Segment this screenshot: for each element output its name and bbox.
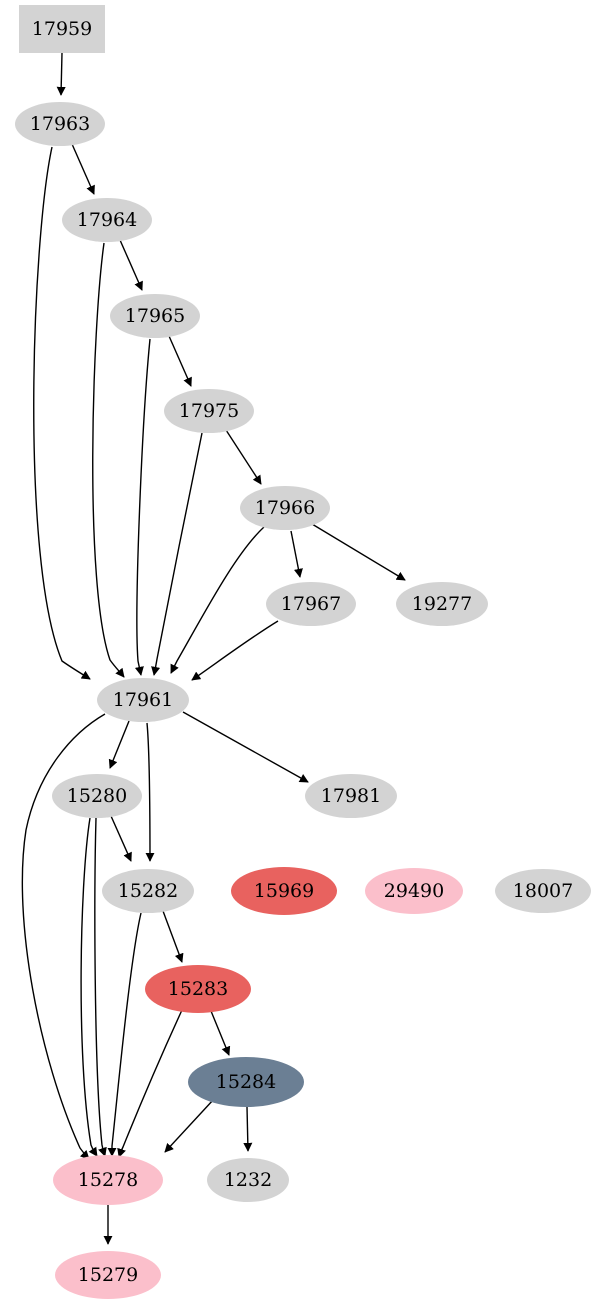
node-19277[interactable]: 19277 <box>396 582 488 626</box>
edge-17961-to-17981 <box>182 711 309 783</box>
node-17967[interactable]: 17967 <box>266 582 356 626</box>
edge-17961-to-15278 <box>21 713 106 1160</box>
node-15278[interactable]: 15278 <box>53 1155 163 1205</box>
node-shape-17961[interactable] <box>97 678 189 722</box>
edge-17967-to-17961 <box>191 620 279 681</box>
node-shape-17959[interactable] <box>19 5 105 53</box>
node-17965[interactable]: 17965 <box>110 294 200 338</box>
edge-17966-to-19277 <box>311 523 406 581</box>
edge-17959-to-17963 <box>56 52 66 96</box>
edge-15280-to-15278 <box>94 817 107 1157</box>
node-17959[interactable]: 17959 <box>19 5 105 53</box>
edge-17961-to-15282 <box>145 722 155 862</box>
edge-17965-to-17961 <box>134 338 151 676</box>
edge-17964-to-17965 <box>119 239 143 291</box>
node-shape-17981[interactable] <box>305 774 397 818</box>
node-15282[interactable]: 15282 <box>102 869 194 913</box>
edge-17961-to-15280 <box>108 720 130 769</box>
node-17966[interactable]: 17966 <box>240 486 330 530</box>
node-shape-15284[interactable] <box>188 1057 304 1107</box>
node-shape-17965[interactable] <box>110 294 200 338</box>
node-shape-15283[interactable] <box>145 965 251 1013</box>
node-15284[interactable]: 15284 <box>188 1057 304 1107</box>
node-shape-17967[interactable] <box>266 582 356 626</box>
edge-17964-to-17961 <box>92 242 125 678</box>
node-29490[interactable]: 29490 <box>365 868 463 914</box>
node-shape-15282[interactable] <box>102 869 194 913</box>
edge-17963-to-17964 <box>71 143 95 195</box>
edge-17975-to-17966 <box>225 429 262 485</box>
nodes-layer: 17959 17963 17964 17965 17975 17966 17967 19277… <box>15 5 591 1299</box>
node-15279[interactable]: 15279 <box>55 1251 161 1299</box>
node-shape-17964[interactable] <box>62 198 152 242</box>
edge-15284-to-1232 <box>243 1106 253 1152</box>
node-17975[interactable]: 17975 <box>164 389 254 433</box>
node-shape-15969[interactable] <box>231 867 337 915</box>
node-shape-17966[interactable] <box>240 486 330 530</box>
node-17981[interactable]: 17981 <box>305 774 397 818</box>
edge-15282-to-15278 <box>107 912 142 1157</box>
edge-17975-to-17961 <box>151 432 203 676</box>
node-shape-17975[interactable] <box>164 389 254 433</box>
node-15283[interactable]: 15283 <box>145 965 251 1013</box>
edge-17963-to-17961 <box>33 146 91 680</box>
edge-15283-to-15284 <box>210 1010 231 1056</box>
edge-15282-to-15283 <box>162 910 184 963</box>
node-17964[interactable]: 17964 <box>62 198 152 242</box>
node-18007[interactable]: 18007 <box>495 869 591 913</box>
node-shape-1232[interactable] <box>207 1158 289 1202</box>
edge-17966-to-17967 <box>290 530 303 578</box>
node-17961[interactable]: 17961 <box>97 678 189 722</box>
edge-15280-to-15282 <box>110 815 132 862</box>
edge-17966-to-17961 <box>170 526 265 674</box>
node-shape-19277[interactable] <box>396 582 488 626</box>
edge-17965-to-17975 <box>168 335 192 387</box>
edge-15283-to-15278 <box>117 1009 183 1158</box>
edge-15280-to-15278 <box>80 817 98 1157</box>
edge-15284-to-15278 <box>164 1098 215 1153</box>
node-shape-29490[interactable] <box>365 868 463 914</box>
node-1232[interactable]: 1232 <box>207 1158 289 1202</box>
node-15280[interactable]: 15280 <box>52 774 142 818</box>
node-shape-17963[interactable] <box>15 102 105 146</box>
node-shape-15278[interactable] <box>53 1155 163 1205</box>
node-17963[interactable]: 17963 <box>15 102 105 146</box>
node-15969[interactable]: 15969 <box>231 867 337 915</box>
edges-layer <box>21 52 406 1245</box>
node-shape-15280[interactable] <box>52 774 142 818</box>
node-shape-15279[interactable] <box>55 1251 161 1299</box>
node-shape-18007[interactable] <box>495 869 591 913</box>
